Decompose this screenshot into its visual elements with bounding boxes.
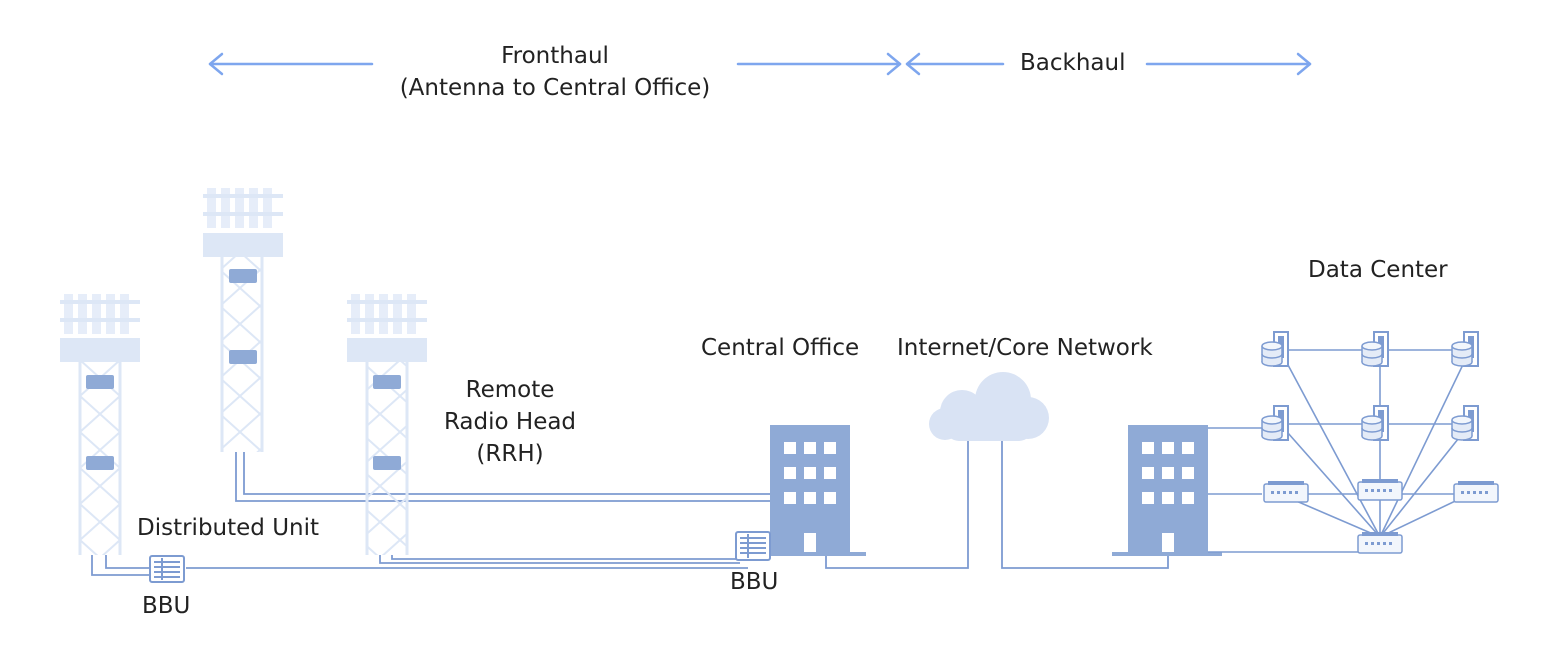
backhaul-arrow (905, 52, 1312, 76)
fronthaul-subtitle: (Antenna to Central Office) (399, 75, 711, 101)
fronthaul-arrow (208, 52, 902, 76)
server-icon (1451, 405, 1479, 441)
switch-icon (1453, 481, 1499, 503)
rrh-line-3: (RRH) (476, 441, 544, 467)
servers-group (1261, 331, 1479, 441)
server-icon (1451, 331, 1479, 367)
rrh-line-1: Remote (465, 377, 555, 403)
data-center-label: Data Center (1308, 257, 1448, 283)
cell-tower-icon (203, 188, 283, 452)
internet-core-label: Internet/Core Network (897, 335, 1153, 361)
backhaul-label: Backhaul (1020, 50, 1126, 76)
rrh-label: Remote Radio Head (RRH) (430, 374, 590, 470)
switch-icon (1357, 532, 1403, 554)
switch-icon (1263, 481, 1309, 503)
cloud-icon (929, 372, 1049, 441)
central-office-label: Central Office (701, 335, 860, 361)
switch-icon (1357, 479, 1403, 501)
server-icon (1261, 331, 1289, 367)
rrh-line-2: Radio Head (443, 409, 577, 435)
building-icon (1112, 425, 1222, 556)
server-icon (1361, 405, 1389, 441)
switches-group (1263, 479, 1499, 554)
distributed-unit-label: Distributed Unit (137, 515, 320, 541)
fronthaul-label: Fronthaul (Antenna to Central Office) (380, 40, 730, 104)
cell-tower-icon (347, 294, 427, 555)
fiber-links (91, 440, 1169, 576)
fronthaul-title: Fronthaul (501, 43, 609, 69)
bbu-icon (735, 531, 771, 561)
building-icon (764, 425, 866, 556)
bbu-right-label: BBU (730, 569, 779, 595)
cell-tower-icon (60, 294, 140, 555)
bbu-icon (149, 555, 185, 583)
server-icon (1361, 331, 1389, 367)
data-center-links (1208, 349, 1471, 553)
server-icon (1261, 405, 1289, 441)
bbu-left-label: BBU (142, 593, 191, 619)
